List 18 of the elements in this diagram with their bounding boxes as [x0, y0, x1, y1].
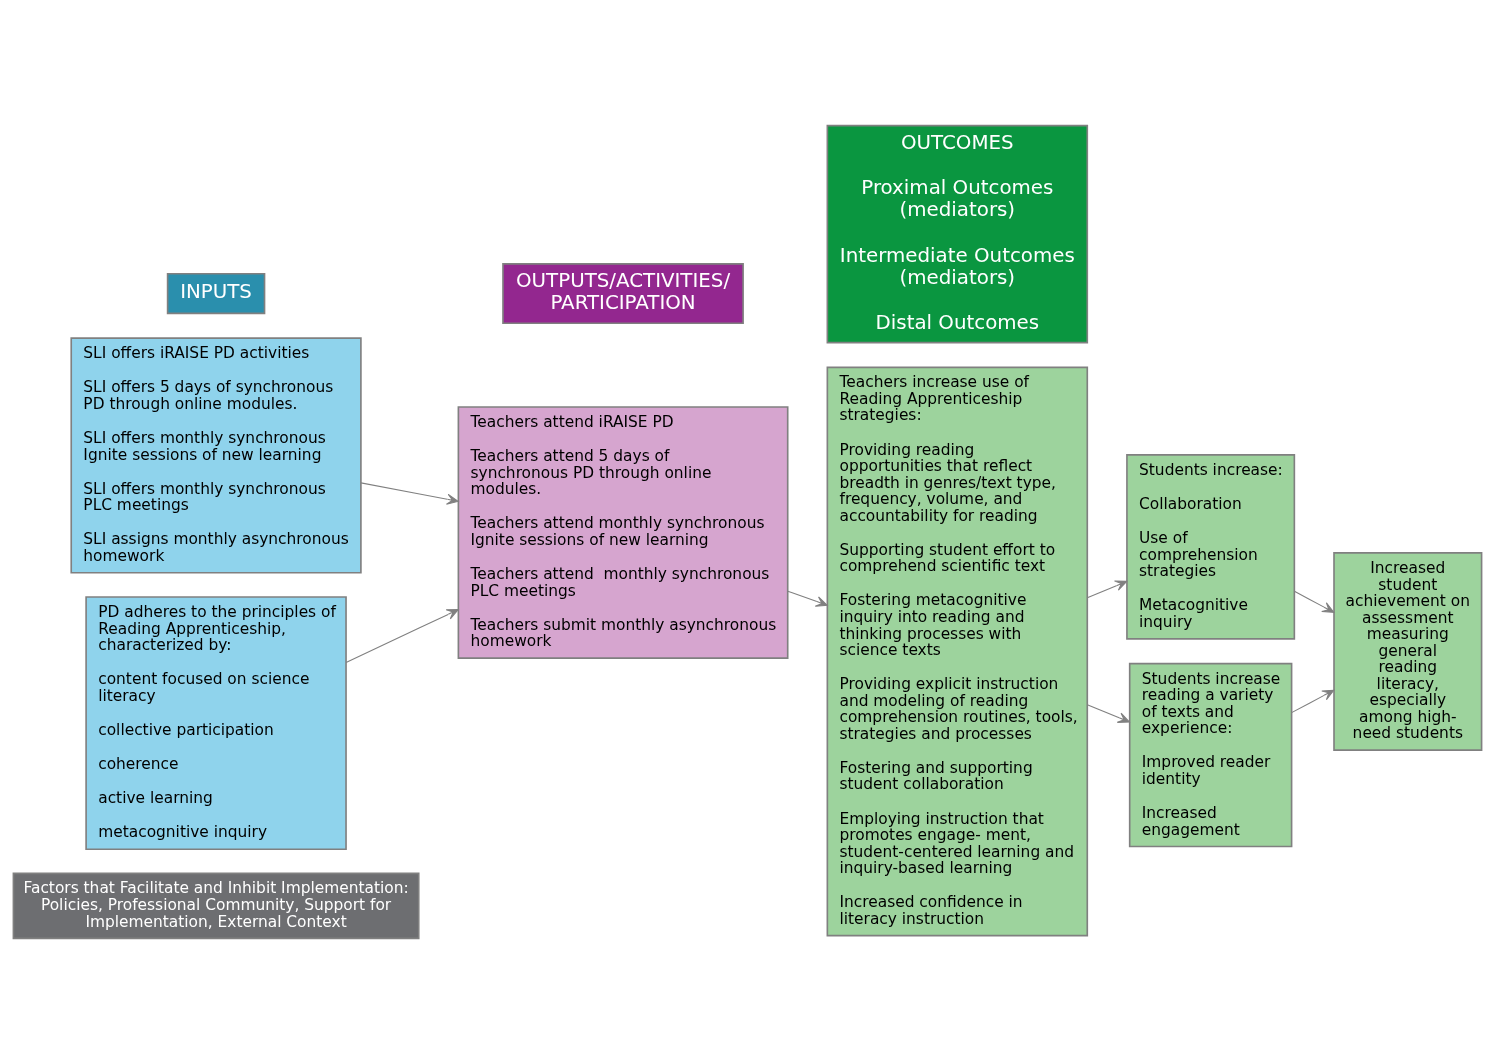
node-box: INPUTS: [166, 272, 265, 315]
arrow: [359, 482, 459, 505]
arrow: [786, 590, 828, 607]
node-box: Increased student achievement on assessment measuring general reading literacy, especially among high-need students: [1332, 552, 1482, 751]
node-box: Teachers attend iRAISE PD Teachers attend 5 days of synchronous PD through online modules. Teachers attend monthly synchronous Ignite sessions of new learning Teachers attend monthly synchronous PLC meetings Teachers submit monthly asynchronous homework: [457, 406, 789, 659]
arrow: [1290, 689, 1334, 714]
node-box: Factors that Facilitate and Inhibit Implementation: Policies, Professional Community, Support for Implementation, External Context: [12, 872, 420, 940]
node-box: Students increase: Collaboration Use of comprehension strategies Metacognitive inquiry: [1125, 454, 1295, 640]
node-box: Students increase reading a variety of texts and experience: Improved reader identity Increased engagement: [1128, 662, 1292, 848]
arrow: [1086, 580, 1127, 599]
node-box: Teachers increase use of Reading Apprenticeship strategies: Providing reading opportunities that reflect breadth in genres/text type, frequency, volume, and accountability for reading Supporting student effort to comprehend scientific text Fostering metacognitive inquiry into reading and thinking processes with science texts Providing explicit instruction and modeling of reading comprehension routines, tools, strategies and processes Fostering and supporting student collaboration Employing instruction that promotes engage- ment, student-centered learning and inquiry-based learning Increased confidence in literacy instruction: [826, 366, 1088, 937]
arrow: [1293, 590, 1334, 613]
node-box: SLI offers iRAISE PD activities SLI offers 5 days of synchronous PD through online modules. SLI offers monthly synchronous Ignite sessions of new learning SLI offers monthly synchronous PLC meetings SLI assigns monthly asynchronous homework: [69, 337, 362, 574]
node-box: PD adheres to the principles of Reading Apprenticeship, characterized by: content focused on science literacy collective participation coherence active learning metacognitive inquiry: [84, 596, 347, 851]
node-box: OUTCOMES Proximal Outcomes (mediators) Intermediate Outcomes (mediators) Distal Outcomes: [826, 124, 1088, 344]
arrow: [1086, 704, 1130, 723]
node-box: OUTPUTS/ACTIVITIES/ PARTICIPATION: [501, 262, 744, 325]
arrow: [345, 609, 459, 663]
